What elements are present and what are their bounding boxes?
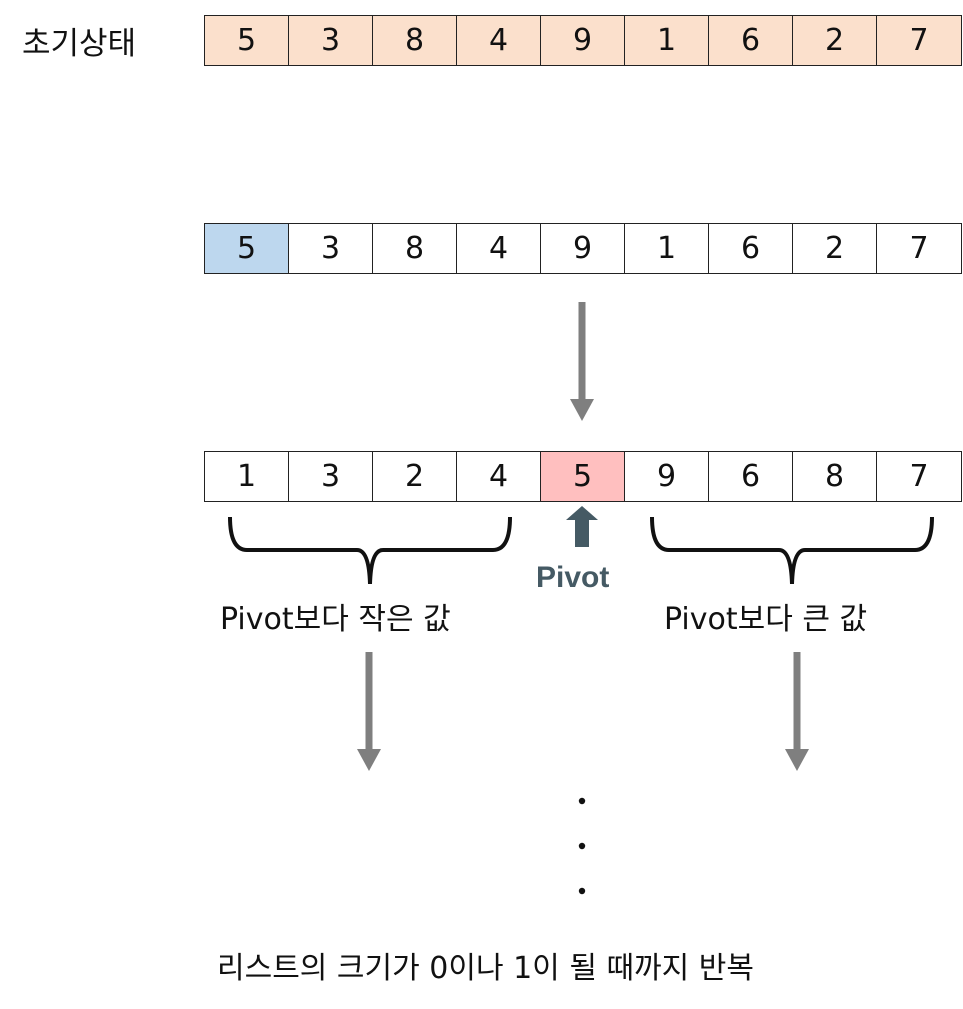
array-cell: 8 <box>373 224 457 273</box>
initial-state-label: 초기상태 <box>22 26 137 62</box>
partitioned-array: 1 3 2 4 5 9 6 8 7 <box>204 451 962 502</box>
array-cell: 9 <box>541 224 625 273</box>
left-group-label: Pivot보다 작은 값 <box>220 602 451 637</box>
right-group-label: Pivot보다 큰 값 <box>664 602 868 637</box>
array-cell: 2 <box>793 224 877 273</box>
left-group-brace <box>228 516 512 585</box>
repeat-condition-label: 리스트의 크기가 0이나 1이 될 때까지 반복 <box>217 951 754 986</box>
array-cell: 7 <box>877 16 961 65</box>
array-cell: 4 <box>457 224 541 273</box>
pivot-select-array: 5 3 8 4 9 1 6 2 7 <box>204 223 962 274</box>
array-cell: 1 <box>625 224 709 273</box>
array-cell: 2 <box>793 16 877 65</box>
vertical-ellipsis-icon <box>578 797 586 895</box>
initial-array: 5 3 8 4 9 1 6 2 7 <box>204 15 962 66</box>
array-cell: 9 <box>541 16 625 65</box>
array-cell: 6 <box>709 224 793 273</box>
array-cell-pivot: 5 <box>541 452 625 501</box>
array-cell: 6 <box>709 16 793 65</box>
right-down-arrow-icon <box>785 652 809 771</box>
array-cell: 3 <box>289 224 373 273</box>
array-cell: 8 <box>373 16 457 65</box>
pivot-up-arrow-icon <box>566 506 598 547</box>
array-cell: 7 <box>909 231 929 266</box>
array-cell: 1 <box>625 16 709 65</box>
array-cell: 3 <box>289 452 373 501</box>
array-cell: 7 <box>909 459 929 494</box>
array-cell-selected-pivot: 5 <box>205 224 289 273</box>
array-cell: 5 <box>205 16 289 65</box>
down-arrow-icon <box>570 302 594 421</box>
pivot-label: Pivot <box>536 561 610 594</box>
array-cell: 6 <box>709 452 793 501</box>
array-cell: 4 <box>457 452 541 501</box>
array-cell: 2 <box>373 452 457 501</box>
array-cell: 3 <box>289 16 373 65</box>
array-cell: 9 <box>625 452 709 501</box>
left-down-arrow-icon <box>357 652 381 771</box>
array-cell: 8 <box>793 452 877 501</box>
right-group-brace <box>650 516 934 585</box>
array-cell: 4 <box>457 16 541 65</box>
array-cell: 1 <box>205 452 289 501</box>
